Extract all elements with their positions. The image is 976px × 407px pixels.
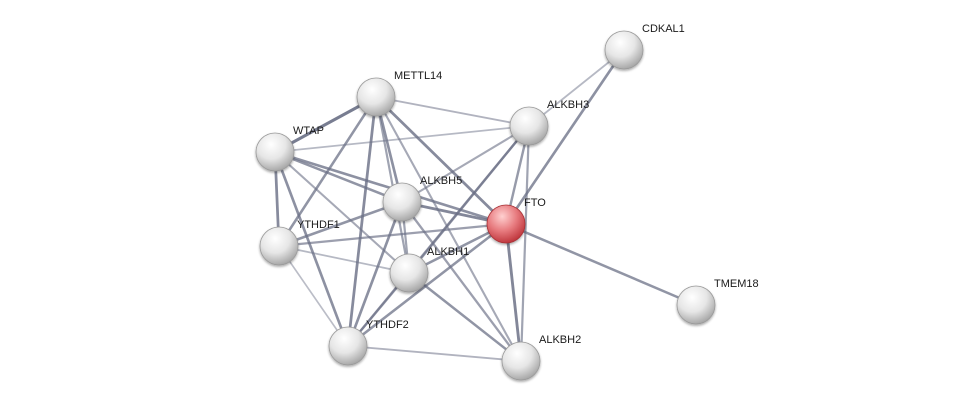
edge-wtap-alkbh5[interactable] bbox=[273, 150, 404, 204]
node-circle-alkbh3[interactable] bbox=[509, 106, 549, 146]
node-label-tmem18: TMEM18 bbox=[714, 278, 759, 290]
node-label-cdkal1: CDKAL1 bbox=[642, 23, 685, 35]
node-label-alkbh2: ALKBH2 bbox=[539, 334, 581, 346]
node-circle-alkbh2[interactable] bbox=[501, 341, 541, 381]
edge-alkbh5-ythdf1[interactable] bbox=[277, 200, 404, 248]
node-fto[interactable]: FTO bbox=[486, 197, 546, 244]
node-circle-cdkal1[interactable] bbox=[604, 30, 644, 70]
edge-mettl14-ythdf2[interactable] bbox=[346, 95, 378, 348]
edge-mettl14-alkbh2[interactable] bbox=[374, 95, 523, 363]
node-wtap[interactable]: WTAP bbox=[255, 125, 324, 172]
node-circle-ythdf2[interactable] bbox=[328, 326, 368, 366]
edge-ythdf1-ythdf2[interactable] bbox=[278, 245, 349, 347]
node-alkbh5[interactable]: ALKBH5 bbox=[382, 175, 462, 222]
node-label-wtap: WTAP bbox=[293, 125, 324, 137]
edge-alkbh3-alkbh2[interactable] bbox=[519, 124, 531, 363]
edge-mettl14-alkbh1[interactable] bbox=[374, 95, 411, 275]
edges-layer bbox=[273, 48, 698, 363]
node-circle-ythdf1[interactable] bbox=[259, 226, 299, 266]
edge-ythdf2-alkbh2[interactable] bbox=[347, 345, 522, 362]
node-label-ythdf1: YTHDF1 bbox=[297, 219, 340, 231]
node-ythdf2[interactable]: YTHDF2 bbox=[328, 319, 409, 366]
node-cdkal1[interactable]: CDKAL1 bbox=[604, 23, 685, 70]
node-circle-fto[interactable] bbox=[486, 204, 526, 244]
node-tmem18[interactable]: TMEM18 bbox=[676, 278, 759, 325]
node-circle-alkbh5[interactable] bbox=[382, 182, 422, 222]
node-circle-wtap[interactable] bbox=[255, 132, 295, 172]
node-alkbh1[interactable]: ALKBH1 bbox=[389, 246, 469, 293]
edge-fto-alkbh2[interactable] bbox=[504, 222, 523, 363]
node-label-alkbh3: ALKBH3 bbox=[547, 99, 589, 111]
node-circle-mettl14[interactable] bbox=[356, 77, 396, 117]
node-circle-tmem18[interactable] bbox=[676, 285, 716, 325]
node-mettl14[interactable]: METTL14 bbox=[356, 70, 442, 117]
node-ythdf1[interactable]: YTHDF1 bbox=[259, 219, 340, 266]
edge-fto-tmem18[interactable] bbox=[504, 222, 698, 307]
edge-fto-ythdf2[interactable] bbox=[346, 222, 508, 348]
edge-fto-mettl14[interactable] bbox=[374, 95, 508, 226]
node-label-fto: FTO bbox=[524, 197, 546, 209]
node-alkbh3[interactable]: ALKBH3 bbox=[509, 99, 589, 146]
edge-alkbh3-cdkal1[interactable] bbox=[528, 49, 625, 127]
node-label-alkbh5: ALKBH5 bbox=[420, 175, 462, 187]
node-label-ythdf2: YTHDF2 bbox=[366, 319, 409, 331]
edge-wtap-alkbh3[interactable] bbox=[274, 125, 530, 153]
node-label-alkbh1: ALKBH1 bbox=[427, 246, 469, 258]
node-circle-alkbh1[interactable] bbox=[389, 253, 429, 293]
edge-alkbh1-alkbh2[interactable] bbox=[407, 271, 523, 363]
edge-alkbh5-ythdf2[interactable] bbox=[346, 200, 404, 348]
node-label-mettl14: METTL14 bbox=[394, 70, 442, 82]
edge-mettl14-alkbh3[interactable] bbox=[375, 96, 530, 127]
edge-alkbh3-alkbh5[interactable] bbox=[400, 124, 531, 204]
edge-alkbh5-alkbh2[interactable] bbox=[400, 200, 523, 363]
edge-wtap-alkbh1[interactable] bbox=[273, 150, 411, 275]
edge-wtap-ythdf2[interactable] bbox=[273, 150, 350, 348]
node-alkbh2[interactable]: ALKBH2 bbox=[501, 334, 581, 381]
edge-alkbh1-ythdf1[interactable] bbox=[278, 245, 410, 274]
edge-fto-ythdf1[interactable] bbox=[277, 222, 508, 248]
